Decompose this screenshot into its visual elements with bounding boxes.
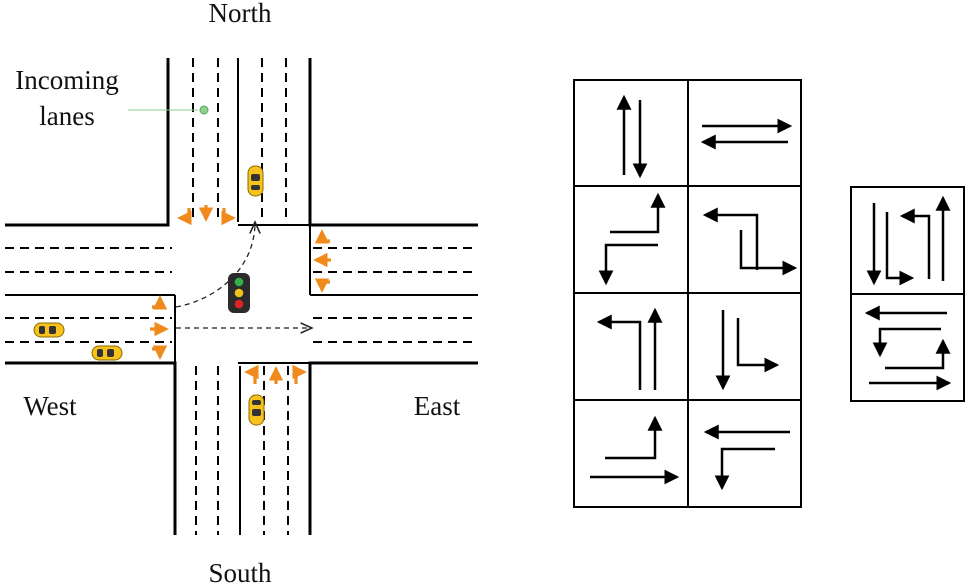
- traffic-light-icon: [228, 273, 250, 313]
- car-icon-south: [248, 394, 265, 426]
- phase-3-1-icon: [703, 424, 790, 491]
- phase-1-0-icon: [598, 192, 666, 286]
- phase-grid: [573, 79, 802, 508]
- east-lane-markings: [313, 247, 478, 343]
- callout-label-line1: Incoming: [15, 65, 118, 95]
- car-icon-north: [247, 165, 264, 197]
- callout-label-line2: lanes: [39, 101, 94, 131]
- south-lane-markings: [195, 366, 289, 535]
- phase-2-1-icon: [715, 310, 780, 391]
- south-lane-arrows: [244, 364, 307, 384]
- combined-phase-grid: [850, 186, 965, 402]
- car-icon-west-2: [91, 345, 123, 361]
- north-lane-markings: [192, 58, 287, 222]
- phase-ew-through-icon: [700, 118, 793, 150]
- west-lane-arrows: [150, 295, 169, 360]
- intersection-diagram: North South West East Incoming lanes: [5, 0, 478, 587]
- incoming-lanes-callout: [128, 105, 209, 115]
- north-label: North: [209, 0, 272, 28]
- phase-ns-through-icon: [616, 94, 648, 179]
- north-lane-arrows: [177, 205, 236, 226]
- phase-3-0-icon: [590, 415, 680, 485]
- west-lane-markings: [5, 247, 172, 343]
- phase-ns-all-icon: [866, 195, 951, 286]
- east-label: East: [414, 391, 461, 421]
- phase-2-0-icon: [596, 307, 663, 390]
- phase-1-1-icon: [702, 207, 798, 276]
- movement-paths: [175, 222, 312, 328]
- phase-ew-all-icon: [864, 305, 952, 391]
- south-label: South: [208, 558, 272, 587]
- car-icon-west-1: [33, 322, 65, 338]
- west-label: West: [23, 391, 77, 421]
- east-lane-arrows: [313, 229, 331, 293]
